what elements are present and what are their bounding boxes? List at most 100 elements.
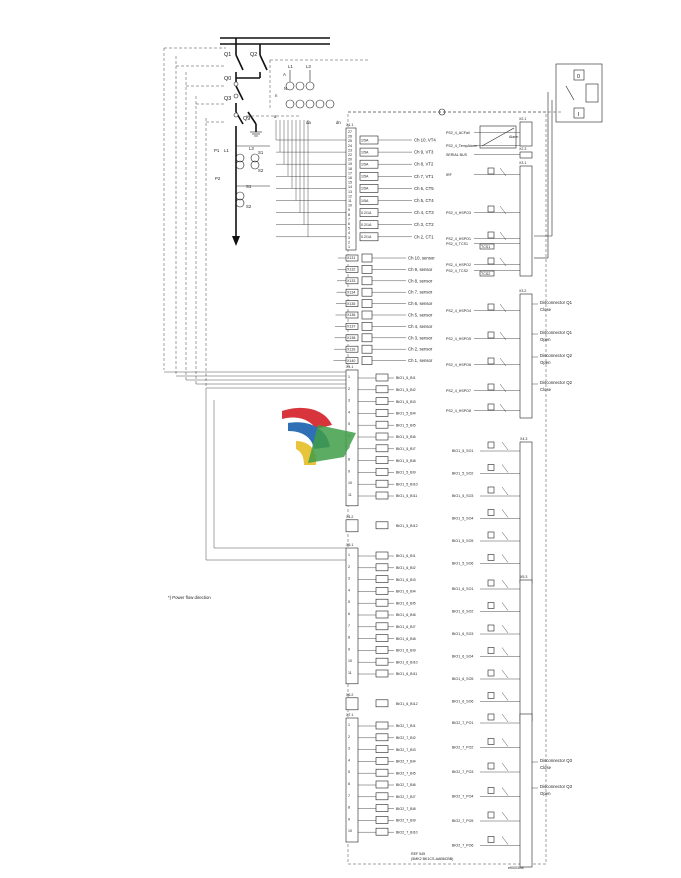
x31-header: X3.1 bbox=[519, 161, 526, 165]
analog-tag: 1/5A bbox=[361, 199, 369, 203]
q9-label: Q9 bbox=[243, 116, 250, 122]
analog-pin: 15 bbox=[348, 181, 352, 185]
binary-input-label: BIO1_6_BI3 bbox=[396, 578, 416, 582]
x32-header: X3.2 bbox=[519, 289, 526, 293]
psm-signal-label: IRF bbox=[446, 173, 453, 177]
sensor-header: X139 bbox=[347, 347, 355, 351]
binary-output-label: BIO1_5_SO4 bbox=[452, 517, 473, 521]
optocoupler-icon bbox=[375, 699, 389, 708]
sensor-icon bbox=[361, 356, 373, 365]
l3-ct-label: L3 bbox=[249, 146, 254, 151]
input-pin: 4 bbox=[348, 758, 350, 762]
optocoupler-icon bbox=[375, 563, 389, 572]
switchgear: Q1 Q2 Q0 Q3 Q9 P1 L1 L3 P2 S1 S2 S1 S2 L… bbox=[163, 37, 370, 388]
input-header: X5.1 bbox=[346, 543, 353, 547]
control-switch: 0 I bbox=[534, 63, 603, 259]
output-header: X4.3 bbox=[520, 437, 527, 441]
input-pin: 9 bbox=[348, 647, 350, 651]
analog-pin: 2 bbox=[348, 240, 350, 244]
disconnector-name: Disconnector Q3 bbox=[540, 758, 573, 763]
analog-tag: 1/5A bbox=[361, 163, 369, 167]
optocoupler-icon bbox=[375, 816, 389, 824]
psm-signal-label: PS2_4_HSPO5 bbox=[446, 337, 471, 341]
sensor-header: X132 bbox=[347, 268, 355, 272]
tcs2-label: TCS2 bbox=[481, 272, 490, 276]
relay-coil-icon bbox=[487, 602, 495, 609]
input-pin: 3 bbox=[348, 399, 350, 403]
sensor-icon bbox=[361, 287, 373, 297]
output-terminal-block bbox=[519, 713, 533, 868]
output-header: X5.3 bbox=[520, 575, 527, 579]
optocoupler-icon bbox=[375, 634, 389, 642]
vt-a-label: A bbox=[283, 72, 286, 77]
vt-small-a-label: a bbox=[274, 114, 277, 119]
analog-channel-label: Ch 3, CT2 bbox=[414, 222, 434, 227]
analog-tag: 1/5A bbox=[361, 175, 369, 179]
optocoupler-icon bbox=[375, 610, 389, 619]
sensor-icon bbox=[361, 265, 373, 274]
relay-coil-icon bbox=[487, 257, 495, 265]
analog-tag: 0.2/1A bbox=[361, 223, 372, 227]
binary-input-label: BIO1_5_BI3 bbox=[396, 400, 416, 404]
relay-coil-icon bbox=[487, 787, 495, 794]
q0-label: Q0 bbox=[224, 76, 231, 82]
analog-channel-label: Ch 5, CT4 bbox=[414, 198, 434, 203]
binary-output-label: BIO2_7_PO1 bbox=[452, 721, 473, 725]
disconnector-action: Close bbox=[540, 387, 552, 392]
analog-pin: 13 bbox=[348, 190, 352, 194]
q3-label: Q3 bbox=[224, 96, 231, 102]
ground-icon bbox=[438, 108, 446, 116]
input-pin: 7 bbox=[348, 794, 350, 798]
sensor-header: X134 bbox=[347, 290, 355, 294]
vt-n-label: N bbox=[284, 86, 287, 91]
analog-tag: 1/5A bbox=[361, 187, 369, 191]
binary-input-label: BIO1_6_BI8 bbox=[396, 637, 416, 641]
input-pin: 7 bbox=[348, 624, 350, 628]
disconnector-action: Open bbox=[540, 791, 551, 796]
input-pin: 11 bbox=[348, 671, 352, 675]
analog-pin: 12 bbox=[348, 194, 352, 198]
optocoupler-icon bbox=[375, 745, 389, 753]
analog-pin: 19 bbox=[348, 162, 352, 166]
relay-coil-icon bbox=[487, 509, 495, 516]
sensor-channel-label: Ch 1, sensor bbox=[408, 358, 433, 363]
binary-output-label: BIO1_5_SO2 bbox=[452, 472, 473, 476]
analog-input-block: X1.1 27262524232220191817161514131211109… bbox=[275, 120, 436, 251]
sensor-channel-label: Ch 7, sensor bbox=[408, 290, 433, 295]
optocoupler-icon bbox=[375, 622, 389, 631]
relay-coil-icon bbox=[487, 811, 495, 819]
input-pin: 1 bbox=[348, 723, 350, 727]
relay-coil-icon bbox=[487, 762, 495, 770]
relay-coil-icon bbox=[487, 441, 495, 449]
optocoupler-icon bbox=[375, 432, 389, 441]
binary-input-label: BIO2_7_BI5 bbox=[396, 771, 416, 775]
analog-pin: 9 bbox=[348, 208, 350, 212]
binary-input-label: BIO2_7_BI1 bbox=[396, 724, 416, 728]
sensor-channel-label: Ch 2, sensor bbox=[408, 347, 433, 352]
binary-input-label: BIO1_5_BI10 bbox=[396, 482, 418, 486]
psm-signal-label: PS2_4_TempAlarm bbox=[446, 144, 477, 148]
analog-channel-label: Ch 10, VT4 bbox=[414, 138, 436, 143]
optocoupler-icon bbox=[375, 397, 389, 405]
psm-signal-label: SERIAL BUS bbox=[446, 153, 468, 157]
psm-signal-label: PS2_4_HSPO1 bbox=[446, 237, 471, 241]
optocoupler-icon bbox=[375, 733, 389, 742]
input-pin: 6 bbox=[348, 612, 350, 616]
sensor-icon bbox=[361, 333, 373, 343]
relay-coil-icon bbox=[487, 231, 495, 239]
input-header: X4.1 bbox=[346, 365, 353, 369]
sensor-header: X136 bbox=[347, 313, 355, 317]
disconnector-name: Disconnector Q1 bbox=[540, 300, 573, 305]
sensor-channel-label: Ch 9, sensor bbox=[408, 267, 433, 272]
psm-signal-label: PS2_4_TCS2 bbox=[446, 269, 468, 273]
relay-coil-icon bbox=[487, 331, 495, 339]
analog-pin: 17 bbox=[348, 171, 352, 175]
relay-coil-icon bbox=[487, 692, 495, 699]
s2-lower-label: S2 bbox=[246, 204, 252, 209]
input-pin: 8 bbox=[348, 636, 350, 640]
analog-pin: 3 bbox=[348, 236, 350, 240]
analog-pin: 18 bbox=[348, 167, 352, 171]
sensor-icon bbox=[361, 310, 373, 320]
binary-output-label: BIO2_7_PO3 bbox=[452, 770, 473, 774]
